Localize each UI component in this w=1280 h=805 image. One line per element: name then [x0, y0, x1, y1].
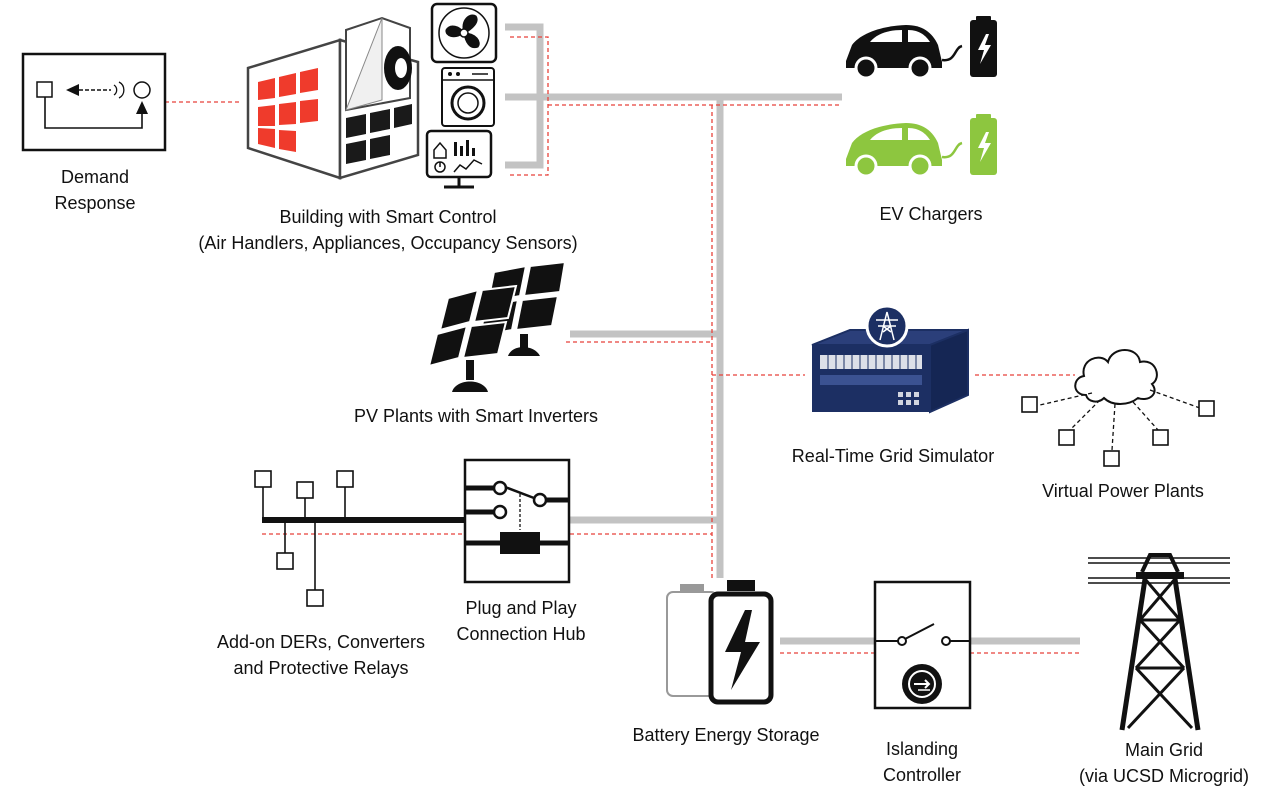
plug-and-play-label-line2: Connection Hub	[456, 624, 586, 644]
monitor-icon	[425, 129, 493, 189]
battery-icon	[666, 580, 774, 705]
ev-charger-green-icon	[941, 114, 997, 175]
virtual-power-plants-label: Virtual Power Plants	[1042, 478, 1204, 504]
main-grid-label-line2: (via UCSD Microgrid)	[1078, 766, 1250, 786]
der-bus-icon	[254, 470, 466, 607]
battery-label-line1: Battery Energy Storage	[632, 725, 820, 745]
power-lines	[505, 23, 1080, 645]
building-red-windows	[258, 68, 318, 152]
solar-panel-icon	[427, 260, 567, 392]
add-on-ders-label-line1: Add-on DERs, Converters	[216, 632, 426, 652]
vpp-links	[1039, 389, 1201, 451]
ev-charger-icon	[941, 16, 997, 77]
transmission-tower-icon	[1088, 553, 1230, 731]
grid-simulator-label-line1: Real-Time Grid Simulator	[791, 446, 995, 466]
washing-machine-icon	[441, 67, 495, 127]
plug-and-play-label-line1: Plug and Play	[465, 598, 577, 618]
building-label-line2: (Air Handlers, Appliances, Occupancy Sen…	[198, 233, 578, 253]
building-icon	[246, 16, 420, 180]
grid-simulator-icon	[811, 304, 969, 414]
main-grid-label-line1: Main Grid	[1124, 740, 1204, 760]
demand-response-label-line1: Demand	[60, 167, 130, 187]
battery-label: Battery Energy Storage	[632, 722, 819, 748]
add-on-ders-label-line2: and Protective Relays	[233, 658, 409, 678]
building-dark-windows	[346, 104, 412, 164]
virtual-power-plants-label-line1: Virtual Power Plants	[1042, 481, 1204, 501]
communication-lines	[165, 36, 1080, 654]
switch-icon	[463, 458, 571, 584]
pv-plants-label-line1: PV Plants with Smart Inverters	[353, 406, 599, 426]
islanding-label-line2: Controller	[882, 765, 962, 785]
fan-icon	[430, 2, 498, 64]
ev-car-icon	[846, 25, 942, 80]
ev-chargers-label: EV Chargers	[879, 201, 982, 227]
demand-response-icon	[21, 52, 167, 152]
add-on-ders-label: Add-on DERs, Converters and Protective R…	[217, 629, 425, 681]
islanding-switch-icon	[873, 580, 972, 710]
demand-response-label: Demand Response	[54, 164, 135, 216]
building-label: Building with Smart Control (Air Handler…	[198, 204, 577, 256]
main-grid-label: Main Grid (via UCSD Microgrid)	[1079, 737, 1249, 789]
islanding-label: Islanding Controller	[883, 736, 961, 788]
ev-chargers-label-line1: EV Chargers	[879, 204, 983, 224]
grid-simulator-label: Real-Time Grid Simulator	[792, 443, 994, 469]
islanding-label-line1: Islanding	[885, 739, 959, 759]
building-label-line1: Building with Smart Control	[279, 207, 497, 227]
ev-car-green-icon	[846, 123, 942, 178]
plug-and-play-label: Plug and Play Connection Hub	[456, 595, 585, 647]
cloud-icon	[1074, 349, 1158, 405]
demand-response-label-line2: Response	[54, 193, 136, 213]
pv-plants-label: PV Plants with Smart Inverters	[354, 403, 598, 429]
vpp-nodes	[1021, 396, 1215, 467]
rooftop-unit-icon	[345, 16, 412, 112]
